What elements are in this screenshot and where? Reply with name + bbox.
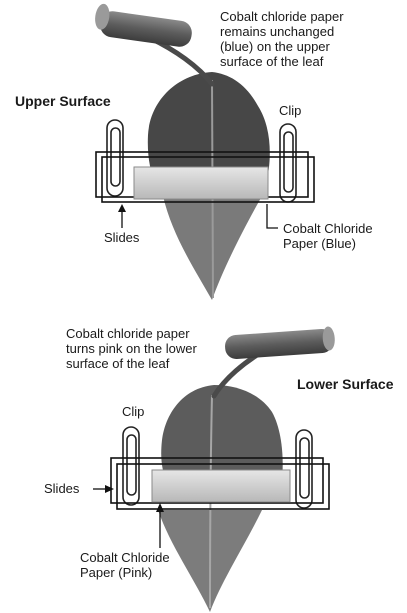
- upper-clip-label: Clip: [279, 103, 302, 118]
- upper-setup: [95, 3, 315, 300]
- upper-paper-label: Cobalt Chloride Paper (Blue): [283, 221, 373, 251]
- lower-slides-arrowhead: [105, 485, 114, 493]
- upper-stalk: [95, 3, 192, 47]
- lower-slides: [110, 457, 330, 510]
- upper-right-clip: [279, 123, 297, 203]
- upper-slides-arrowhead: [118, 204, 126, 212]
- upper-slides-label: Slides: [104, 230, 140, 245]
- lower-stalk: [225, 326, 335, 359]
- lower-leaf-blade: [161, 385, 283, 480]
- lower-caption: Cobalt chloride paper turns pink on the …: [66, 326, 197, 371]
- upper-left-clip: [106, 119, 124, 197]
- upper-leaf-blade: [147, 72, 270, 184]
- lower-right-clip: [295, 429, 313, 509]
- lower-left-clip: [122, 426, 140, 506]
- lower-clip-label: Clip: [122, 404, 145, 419]
- lower-slides-label: Slides: [44, 481, 80, 496]
- lower-setup: [93, 326, 335, 612]
- upper-surface-label: Upper Surface: [15, 93, 111, 109]
- upper-cobalt-paper: [133, 166, 269, 200]
- lower-surface-label: Lower Surface: [297, 376, 394, 392]
- lower-leaders: [93, 488, 161, 548]
- lower-cobalt-paper: [151, 469, 291, 503]
- lower-paper-label: Cobalt Chloride Paper (Pink): [80, 550, 170, 580]
- lower-paper-arrowhead: [156, 503, 164, 512]
- upper-caption: Cobalt chloride paper remains unchanged …: [220, 9, 344, 69]
